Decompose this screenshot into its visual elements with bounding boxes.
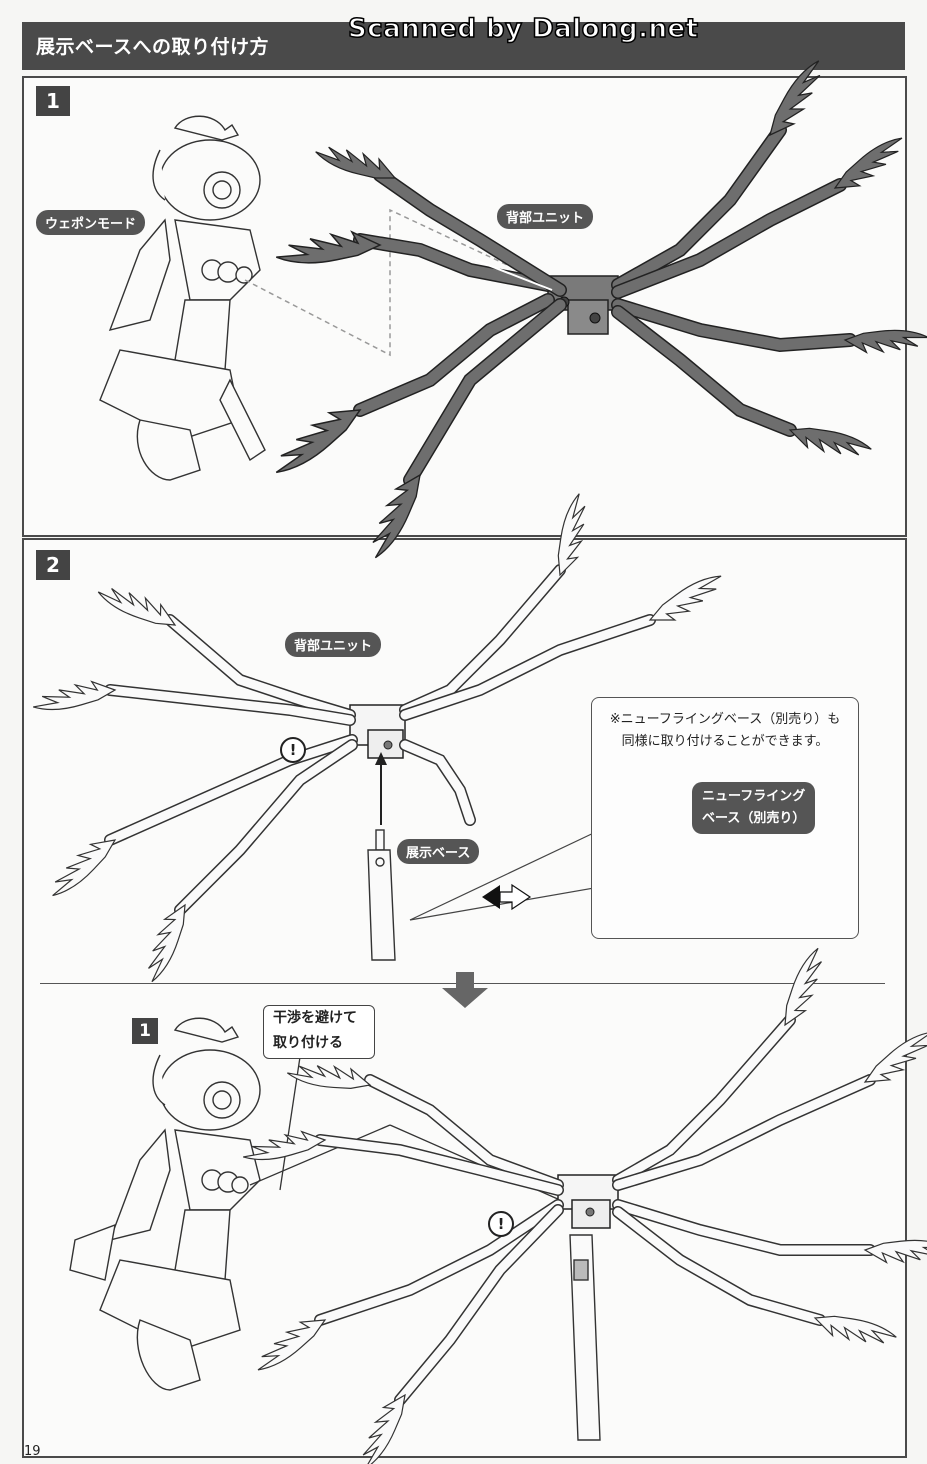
callout-line-1: 干渉を避けて bbox=[273, 1010, 357, 1026]
header-bar: 展示ベースへの取り付け方 bbox=[22, 22, 905, 70]
label-new-flying-base-line2: ベース（別売り） bbox=[702, 811, 806, 826]
page-title: 展示ベースへの取り付け方 bbox=[36, 36, 270, 58]
label-new-flying-base-line1: ニューフライング bbox=[702, 789, 806, 804]
note-line-1: ※ニューフライングベース（別売り）も bbox=[609, 712, 841, 727]
step-3-badge: 1 bbox=[132, 1018, 158, 1044]
callout-line-2: 取り付ける bbox=[273, 1035, 343, 1051]
back-unit-step2 bbox=[32, 492, 730, 984]
label-display-base: 展示ベース bbox=[397, 839, 480, 864]
step-1-badge: 1 bbox=[36, 86, 70, 116]
label-new-flying-base: ニューフライング ベース（別売り） bbox=[692, 782, 816, 834]
back-unit-step1 bbox=[262, 59, 927, 560]
label-back-unit-1: 背部ユニット bbox=[497, 204, 594, 229]
label-weapon-mode: ウェポンモード bbox=[36, 210, 146, 235]
down-arrow-icon bbox=[442, 972, 488, 1008]
display-base-stand-step3 bbox=[569, 1234, 601, 1441]
page-number: 19 bbox=[24, 1444, 41, 1459]
callout-avoid-interference: 干渉を避けて 取り付ける bbox=[263, 1005, 375, 1059]
warning-icon-step3: ! bbox=[488, 1211, 514, 1237]
label-back-unit-2: 背部ユニット bbox=[285, 632, 382, 657]
warning-icon: ! bbox=[280, 737, 306, 763]
step-2-badge: 2 bbox=[36, 550, 70, 580]
back-unit-step3 bbox=[242, 946, 927, 1464]
watermark: Scanned by Dalong.net bbox=[347, 13, 699, 45]
display-base-stand bbox=[367, 829, 396, 961]
note-line-2: 同様に取り付けることができます。 bbox=[621, 734, 829, 749]
swap-arrow-icon bbox=[482, 883, 532, 911]
figure-weapon-mode bbox=[99, 115, 266, 481]
note-box: ※ニューフライングベース（別売り）も 同様に取り付けることができます。 ニューフ… bbox=[591, 697, 859, 939]
figure-step3 bbox=[69, 1017, 261, 1391]
